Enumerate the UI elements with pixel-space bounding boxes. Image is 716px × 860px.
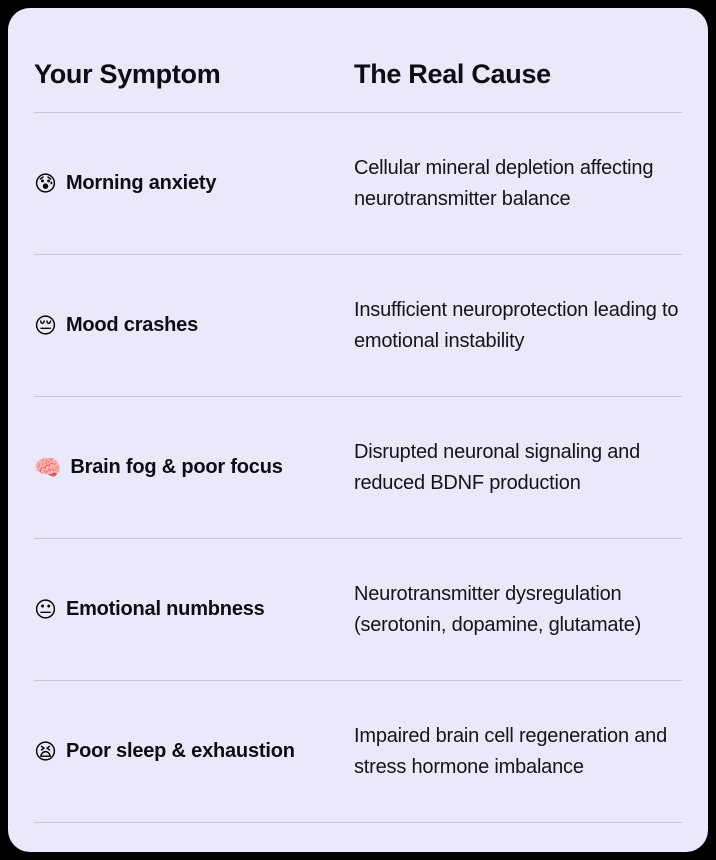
- table-row: 😰 Morning anxiety Cellular mineral deple…: [34, 113, 682, 255]
- cause-text: Insufficient neuroprotection leading to …: [354, 298, 679, 352]
- cause-text: Neurotransmitter dysregulation (serotoni…: [354, 582, 642, 636]
- cause-text: Disrupted neuronal signaling and reduced…: [354, 440, 641, 494]
- symptom-label: Brain fog & poor focus: [70, 456, 283, 478]
- cause-text: Cellular mineral depletion affecting neu…: [354, 156, 654, 210]
- table-row: 🧠 Brain fog & poor focus Disrupted neuro…: [34, 397, 682, 539]
- table-header-row: Your Symptom The Real Cause: [34, 8, 682, 113]
- cause-text: Impaired brain cell regeneration and str…: [354, 724, 667, 778]
- column-header-your-symptom: Your Symptom: [34, 59, 221, 89]
- brain-emoji: 🧠: [34, 454, 62, 480]
- symptom-cause-table-card: Your Symptom The Real Cause 😰 Morning an…: [8, 8, 708, 852]
- symptom-label: Poor sleep & exhaustion: [65, 740, 295, 762]
- symptom-cell: 😫 Poor sleep & exhaustion: [34, 740, 354, 763]
- table-row: 😔 Mood crashes Insufficient neuroprotect…: [34, 255, 682, 397]
- column-header-real-cause: The Real Cause: [354, 59, 551, 89]
- neutral-face-emoji: 😐: [34, 596, 57, 622]
- symptom-cell: 😔 Mood crashes: [34, 314, 354, 337]
- symptom-cell: 😰 Morning anxiety: [34, 172, 354, 195]
- symptom-label: Morning anxiety: [65, 172, 217, 194]
- anxious-face-with-sweat-emoji: 😰: [34, 170, 57, 196]
- table-row: 😐 Emotional numbness Neurotransmitter dy…: [34, 539, 682, 681]
- symptom-cell: 😐 Emotional numbness: [34, 598, 354, 621]
- tired-face-emoji: 😫: [34, 738, 57, 764]
- symptom-label: Mood crashes: [65, 314, 199, 336]
- symptom-label: Emotional numbness: [65, 598, 265, 620]
- symptom-cell: 🧠 Brain fog & poor focus: [34, 456, 354, 479]
- pensive-face-emoji: 😔: [34, 312, 57, 338]
- table-row: 😫 Poor sleep & exhaustion Impaired brain…: [34, 681, 682, 823]
